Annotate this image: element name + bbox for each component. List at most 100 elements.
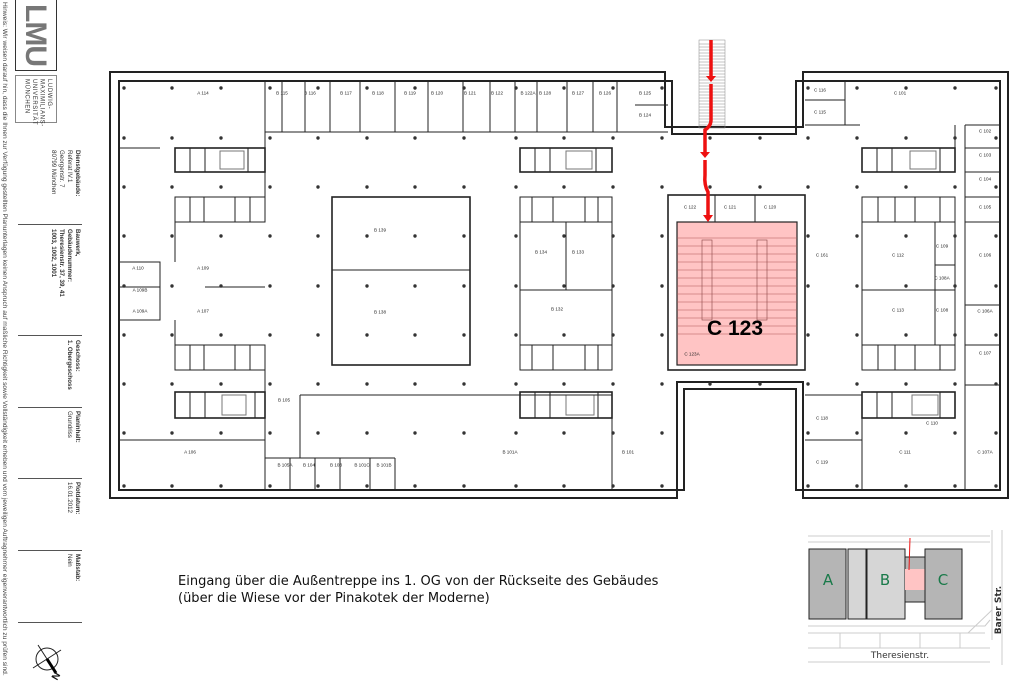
room-label[interactable]: C 107A bbox=[977, 449, 993, 455]
structural-column bbox=[170, 234, 174, 238]
structural-column bbox=[904, 284, 908, 288]
room-label[interactable]: B 115 bbox=[276, 90, 288, 96]
room-label[interactable]: C 101 bbox=[893, 90, 907, 96]
university-line: UNIVERSITÄT bbox=[31, 79, 37, 126]
room-label[interactable]: C 119 bbox=[816, 459, 828, 465]
structural-column bbox=[365, 484, 369, 488]
structural-column bbox=[806, 431, 810, 435]
room-label[interactable]: C 106A bbox=[977, 308, 993, 314]
structural-column bbox=[219, 382, 223, 386]
structural-column bbox=[855, 234, 859, 238]
planinhalt-value: Grundriss bbox=[66, 411, 73, 438]
room-label[interactable]: C 110 bbox=[926, 420, 938, 426]
room-label[interactable]: C 120 bbox=[763, 204, 777, 210]
structural-column bbox=[953, 431, 957, 435]
room-label[interactable]: C 113 bbox=[892, 307, 904, 313]
room-label[interactable]: B 138 bbox=[373, 309, 387, 315]
room-label[interactable]: C 106 bbox=[978, 252, 992, 258]
room-label[interactable]: B 117 bbox=[340, 90, 352, 96]
room-label[interactable]: C 103 bbox=[978, 152, 992, 158]
room-label[interactable]: C 161 bbox=[815, 252, 829, 258]
structural-column bbox=[758, 185, 762, 189]
structural-column bbox=[365, 431, 369, 435]
room-label[interactable]: C 122 bbox=[683, 204, 697, 210]
room-label[interactable]: B 121 bbox=[463, 90, 477, 96]
room-label[interactable]: B 132 bbox=[550, 306, 564, 312]
room-label[interactable]: B 120 bbox=[430, 90, 444, 96]
structural-column bbox=[806, 185, 810, 189]
room-label[interactable]: B 124 bbox=[638, 112, 652, 118]
room-label[interactable]: B 118 bbox=[372, 90, 384, 96]
structural-column bbox=[994, 284, 998, 288]
room-label[interactable]: B 101 bbox=[621, 449, 635, 455]
room-label[interactable]: C 109 bbox=[935, 243, 949, 249]
room-label[interactable]: B 101B bbox=[376, 462, 392, 468]
room-label[interactable]: B 134 bbox=[534, 249, 548, 255]
room-label[interactable]: B 128 bbox=[538, 90, 552, 96]
structural-column bbox=[855, 136, 859, 140]
structural-column bbox=[611, 431, 615, 435]
structural-column bbox=[413, 86, 417, 90]
structural-column bbox=[904, 234, 908, 238]
structural-column bbox=[268, 484, 272, 488]
room-label[interactable]: C 116 bbox=[814, 87, 826, 93]
room-label[interactable]: A 110 bbox=[132, 265, 144, 271]
room-label[interactable]: C 112 bbox=[892, 252, 904, 258]
room-label[interactable]: C 123A bbox=[684, 351, 700, 357]
room-label[interactable]: B 116 bbox=[304, 90, 316, 96]
room-label[interactable]: A 106 bbox=[184, 449, 196, 455]
structural-column bbox=[219, 333, 223, 337]
room-label-c123-highlight[interactable]: C 123 bbox=[706, 317, 764, 340]
structural-column bbox=[122, 431, 126, 435]
structural-column bbox=[708, 136, 712, 140]
room-label[interactable]: B 127 bbox=[571, 90, 585, 96]
divider bbox=[18, 224, 82, 225]
room-label[interactable]: C 115 bbox=[814, 109, 826, 115]
room-label[interactable]: B 126 bbox=[598, 90, 612, 96]
room-label[interactable]: C 102 bbox=[978, 128, 992, 134]
structural-column bbox=[316, 382, 320, 386]
room-label[interactable]: C 108A bbox=[934, 275, 950, 281]
structural-column bbox=[904, 484, 908, 488]
room-label[interactable]: B 125 bbox=[638, 90, 652, 96]
room-label[interactable]: C 104 bbox=[978, 176, 992, 182]
structural-column bbox=[611, 284, 615, 288]
structural-column bbox=[316, 86, 320, 90]
structural-column bbox=[904, 86, 908, 90]
room-label[interactable]: C 118 bbox=[816, 415, 828, 421]
structural-column bbox=[562, 382, 566, 386]
room-label[interactable]: C 107 bbox=[978, 350, 992, 356]
room-label[interactable]: B 103 bbox=[329, 462, 343, 468]
room-label[interactable]: B 139 bbox=[373, 227, 387, 233]
room-label[interactable]: B 104 bbox=[302, 462, 316, 468]
room-label[interactable]: A 109 bbox=[197, 265, 209, 271]
structural-column bbox=[953, 382, 957, 386]
massstab-block: Maßstab: Nein bbox=[65, 554, 81, 581]
room-label[interactable]: B 122A bbox=[520, 90, 536, 96]
room-label[interactable]: C 105 bbox=[978, 204, 992, 210]
building-label-b[interactable]: B bbox=[879, 571, 891, 589]
room-label[interactable]: B 101C bbox=[354, 462, 370, 468]
building-label-a[interactable]: A bbox=[822, 571, 834, 589]
street-theresienstr: Theresienstr. bbox=[870, 651, 930, 661]
structural-column bbox=[758, 136, 762, 140]
room-label[interactable]: A 109B bbox=[132, 287, 148, 293]
room-label[interactable]: B 105 bbox=[277, 397, 291, 403]
structural-column bbox=[855, 284, 859, 288]
structural-column bbox=[514, 185, 518, 189]
room-label[interactable]: A 114 bbox=[197, 90, 209, 96]
room-label[interactable]: B 133 bbox=[571, 249, 585, 255]
structural-column bbox=[514, 234, 518, 238]
room-label[interactable]: A 107 bbox=[197, 308, 209, 314]
stair-core-b2 bbox=[519, 391, 613, 419]
room-label[interactable]: C 111 bbox=[899, 449, 911, 455]
building-label-c[interactable]: C bbox=[937, 571, 949, 589]
room-label[interactable]: B 101A bbox=[502, 449, 518, 455]
room-label[interactable]: C 121 bbox=[723, 204, 737, 210]
room-label[interactable]: B 105A bbox=[277, 462, 293, 468]
room-label[interactable]: A 109A bbox=[132, 308, 148, 314]
room-label[interactable]: B 122 bbox=[490, 90, 504, 96]
room-label[interactable]: B 119 bbox=[404, 90, 416, 96]
room-label[interactable]: C 108 bbox=[935, 307, 949, 313]
structural-column bbox=[170, 333, 174, 337]
